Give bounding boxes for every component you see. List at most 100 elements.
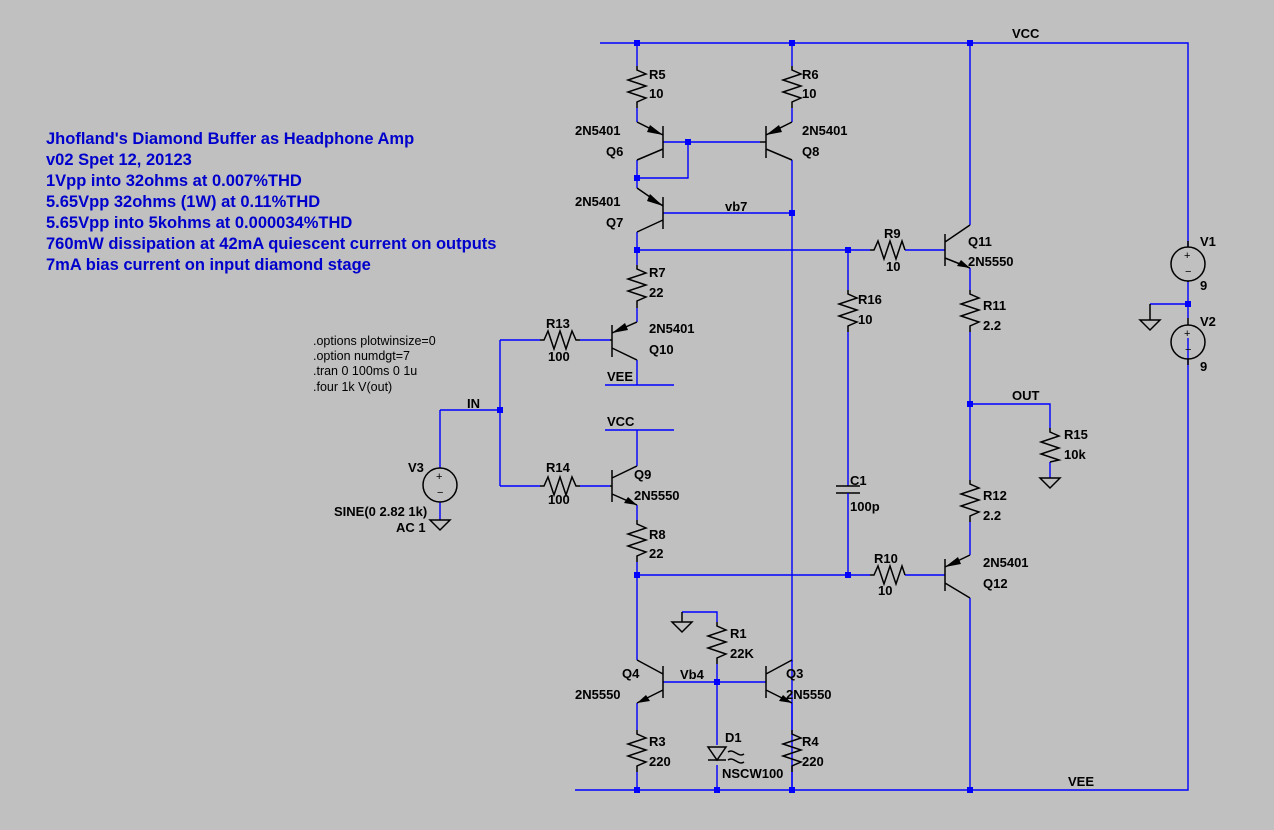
q7-name: Q7 [606, 215, 623, 230]
r14-value: 100 [548, 492, 570, 507]
q4-name: Q4 [622, 666, 640, 681]
spice-directives: .options plotwinsize=0 .option numdgt=7 … [313, 334, 436, 394]
v3-name: V3 [408, 460, 424, 475]
transistor-symbols [610, 121, 971, 704]
v3-symbol: + − [422, 467, 458, 503]
r3-name: R3 [649, 734, 666, 749]
r15-value: 10k [1064, 447, 1086, 462]
q10-name: Q10 [649, 342, 674, 357]
q8-model: 2N5401 [802, 123, 848, 138]
r11-symbol [958, 290, 982, 332]
net-out: OUT [1012, 388, 1040, 403]
d1-name: D1 [725, 730, 742, 745]
q8-name: Q8 [802, 144, 819, 159]
v1-symbol: + − [1170, 241, 1206, 282]
svg-text:−: − [1185, 266, 1191, 278]
wires [439, 42, 1189, 791]
r13-value: 100 [548, 349, 570, 364]
r5-symbol [625, 66, 649, 108]
r13-symbol [540, 328, 580, 352]
r4-name: R4 [802, 734, 819, 749]
v3-ac: AC 1 [396, 520, 426, 535]
q3-name: Q3 [786, 666, 803, 681]
note-line: 760mW dissipation at 42mA quiescent curr… [46, 235, 496, 253]
r7-name: R7 [649, 265, 666, 280]
r5-name: R5 [649, 67, 666, 82]
r15-symbol [1038, 428, 1062, 463]
directive-line: .options plotwinsize=0 [313, 334, 436, 348]
voltage-sources: + − + − + − [422, 241, 1206, 503]
directive-line: .four 1k V(out) [313, 380, 392, 394]
note-line: 5.65Vpp into 5kohms at 0.000034%THD [46, 214, 352, 232]
r10-name: R10 [874, 551, 898, 566]
q9-model: 2N5550 [634, 488, 680, 503]
q6-symbol [636, 121, 664, 161]
component-labels: R5 10 R6 10 2N5401 Q6 2N5401 Q8 2N5401 Q… [334, 67, 1216, 781]
r12-name: R12 [983, 488, 1007, 503]
r14-name: R14 [546, 460, 571, 475]
note-title: Jhofland's Diamond Buffer as Headphone A… [46, 130, 414, 148]
r14-symbol [540, 474, 580, 498]
r15-name: R15 [1064, 427, 1088, 442]
q12-name: Q12 [983, 576, 1008, 591]
r16-name: R16 [858, 292, 882, 307]
q12-symbol [944, 554, 971, 599]
r16-value: 10 [858, 312, 872, 327]
net-vee-bottom: VEE [1068, 774, 1094, 789]
d1-symbol [706, 746, 745, 764]
svg-text:+: + [1184, 250, 1190, 262]
v2-value: 9 [1200, 359, 1207, 374]
v1-name: V1 [1200, 234, 1216, 249]
r4-value: 220 [802, 754, 824, 769]
q7-model: 2N5401 [575, 194, 621, 209]
r6-name: R6 [802, 67, 819, 82]
r10-value: 10 [878, 583, 892, 598]
net-vb4: Vb4 [680, 667, 705, 682]
q4-symbol [636, 659, 664, 704]
svg-text:+: + [436, 471, 442, 483]
c1-symbol [836, 485, 860, 512]
comment-notes: Jhofland's Diamond Buffer as Headphone A… [46, 130, 496, 274]
r7-value: 22 [649, 285, 663, 300]
q6-name: Q6 [606, 144, 623, 159]
r9-symbol [870, 238, 906, 262]
r1-value: 22K [730, 646, 754, 661]
q7-symbol [636, 187, 664, 233]
q10-symbol [610, 321, 638, 361]
r4-symbol [780, 730, 804, 772]
v2-symbol: + − [1170, 318, 1206, 365]
ground-icon [670, 612, 694, 634]
light-arrows-icon [727, 750, 745, 764]
r11-value: 2.2 [983, 318, 1001, 333]
c1-value: 100p [850, 499, 880, 514]
directive-line: .tran 0 100ms 0 1u [313, 364, 417, 378]
c1-name: C1 [850, 473, 867, 488]
junction-dots [497, 40, 1191, 793]
note-line: v02 Spet 12, 20123 [46, 151, 192, 169]
r3-value: 220 [649, 754, 671, 769]
net-in: IN [467, 396, 480, 411]
ground-symbols [428, 304, 1162, 634]
net-vb7: vb7 [725, 199, 747, 214]
net-vcc-top: VCC [1012, 26, 1040, 41]
r7-symbol [625, 265, 649, 308]
v3-value: SINE(0 2.82 1k) [334, 504, 427, 519]
ground-icon [1038, 477, 1062, 490]
svg-text:−: − [437, 487, 443, 499]
r13-name: R13 [546, 316, 570, 331]
r3-symbol [625, 730, 649, 772]
r12-value: 2.2 [983, 508, 1001, 523]
r8-name: R8 [649, 527, 666, 542]
q10-model: 2N5401 [649, 321, 695, 336]
q12-model: 2N5401 [983, 555, 1029, 570]
r1-symbol [705, 622, 729, 664]
r1-name: R1 [730, 626, 747, 641]
ground-icon [428, 519, 452, 532]
svg-text:−: − [1185, 344, 1191, 356]
v2-name: V2 [1200, 314, 1216, 329]
r8-symbol [625, 520, 649, 562]
note-line: 5.65Vpp 32ohms (1W) at 0.11%THD [46, 193, 320, 211]
r8-value: 22 [649, 546, 663, 561]
q11-name: Q11 [968, 234, 992, 249]
